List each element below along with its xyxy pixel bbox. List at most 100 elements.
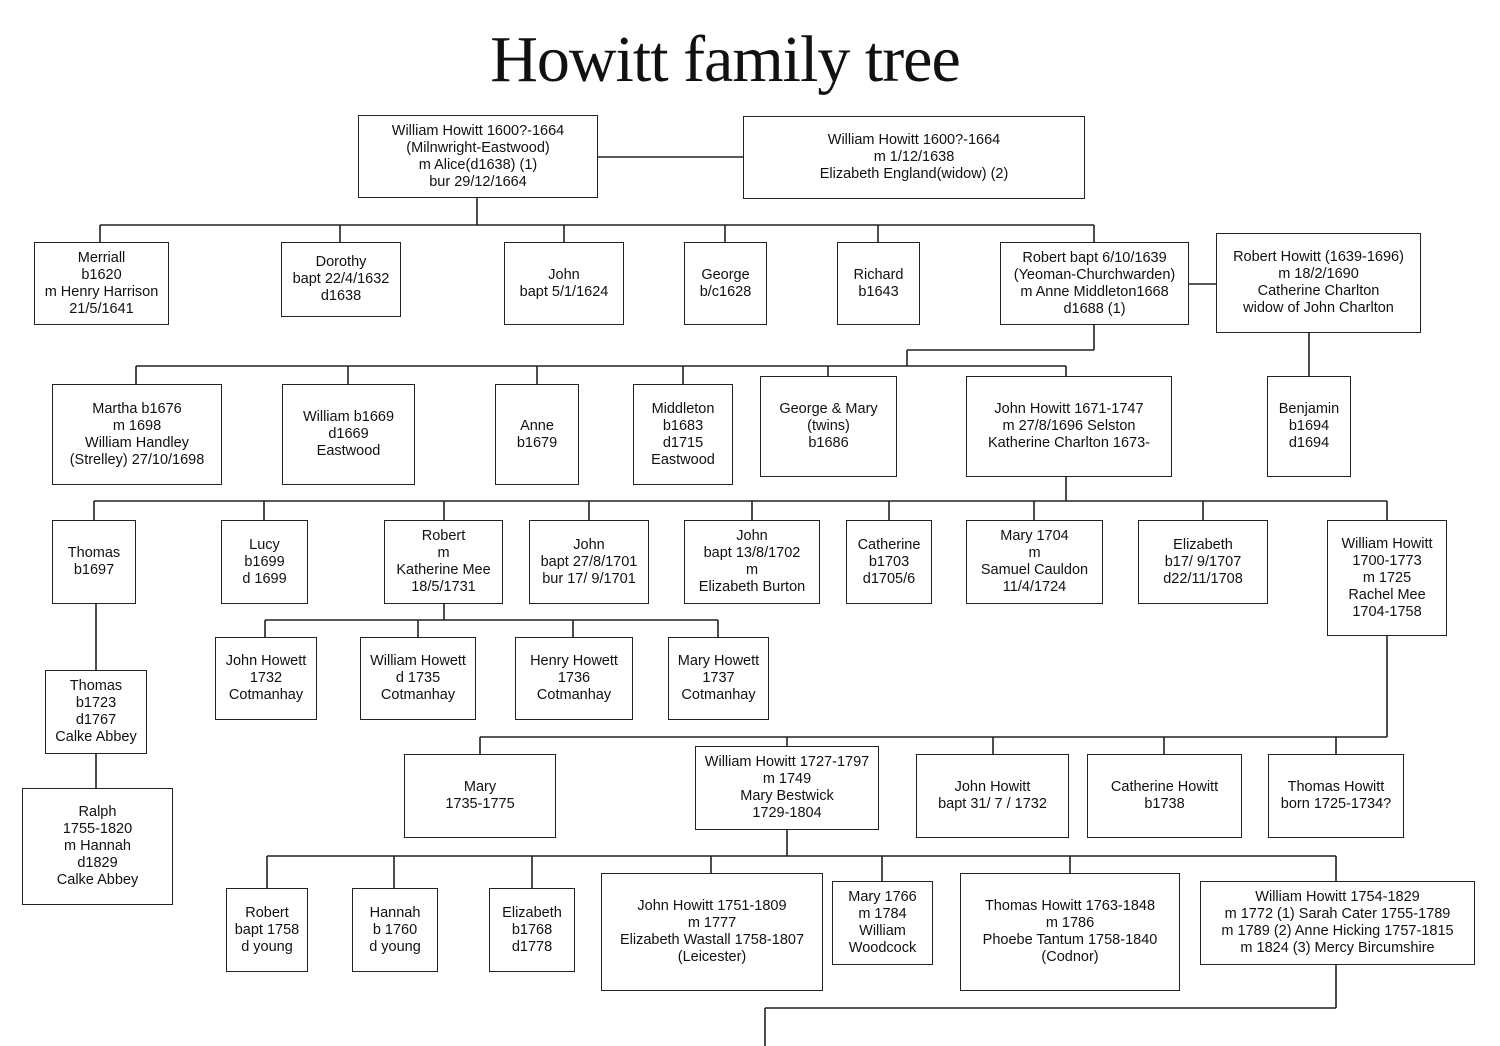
- person-box-line: Cotmanhay: [536, 687, 612, 703]
- person-box-line: William: [859, 923, 906, 939]
- person-box-line: Lucy: [249, 536, 280, 553]
- person-box-line: m 18/2/1690: [1278, 266, 1359, 282]
- person-box-line: (twins): [807, 418, 850, 434]
- person-box-line: Cotmanhay: [380, 687, 456, 703]
- person-box-line: George: [701, 266, 750, 283]
- person-box-line: b1738: [1144, 796, 1185, 812]
- person-box-line: John Howett: [225, 653, 307, 669]
- person-box-line: m 1784: [858, 906, 907, 922]
- person-box-line: Robert Howitt (1639-1696): [1233, 249, 1404, 265]
- person-box-line: d young: [369, 938, 421, 955]
- person-box-line: d1778: [511, 938, 553, 955]
- person-box-line: Mary Bestwick: [740, 788, 834, 804]
- person-box-line: John: [573, 536, 605, 553]
- person-box-line: Elizabeth Burton: [698, 579, 806, 595]
- person-box-line: Phoebe Tantum 1758-1840: [982, 932, 1158, 948]
- person-box-line: m 1789 (2) Anne Hicking 1757-1815: [1221, 923, 1454, 939]
- person-box-line: Mary 1766: [848, 889, 917, 905]
- person-box-line: Thomas Howitt 1763-1848: [984, 898, 1156, 914]
- person-box-line: Thomas: [69, 678, 123, 694]
- person-box-line: b1620: [81, 266, 122, 283]
- person-box-line: bapt 27/8/1701: [540, 553, 638, 570]
- person-box-line: Cotmanhay: [228, 687, 304, 703]
- person-box-line: Eastwood: [651, 451, 715, 468]
- person-box-line: bapt 5/1/1624: [519, 283, 609, 300]
- person-box-line: m: [1028, 545, 1041, 561]
- person-box-line: William Howitt: [1341, 535, 1433, 552]
- page-title: Howitt family tree: [490, 23, 961, 96]
- person-box-line: Henry Howett: [530, 653, 618, 669]
- person-box: Robert bapt 6/10/1639(Yeoman-Churchwarde…: [1000, 242, 1189, 325]
- person-box-line: m 1777: [687, 915, 737, 931]
- person-box-line: b1694: [1288, 418, 1330, 434]
- person-box-line: d1638: [320, 288, 362, 304]
- person-box-line: d1688 (1): [1063, 300, 1126, 317]
- person-box-line: William Howitt 1600?-1664: [827, 132, 1001, 148]
- person-box-line: Elizabeth: [502, 904, 562, 921]
- person-box-line: 1732: [249, 670, 283, 686]
- person-box-line: Elizabeth: [1173, 536, 1233, 553]
- person-box-line: 1704-1758: [1352, 603, 1422, 620]
- person-box-line: d22/11/1708: [1163, 570, 1243, 587]
- person-box-line: Robert: [245, 904, 289, 921]
- person-box-line: d1767: [75, 712, 117, 728]
- person-box-line: m 1824 (3) Mercy Bircumshire: [1240, 940, 1435, 956]
- person-box-line: Elizabeth Wastall 1758-1807: [619, 932, 805, 948]
- person-box-line: b1768: [511, 921, 553, 938]
- person-box-line: John Howitt 1671-1747: [994, 401, 1144, 417]
- person-box-line: Thomas Howitt: [1287, 779, 1385, 795]
- person-box-line: 1755-1820: [62, 821, 133, 837]
- person-box-line: b1699: [244, 553, 285, 570]
- person-box-line: m 1786: [1045, 915, 1095, 931]
- person-box-line: m 1772 (1) Sarah Cater 1755-1789: [1224, 906, 1451, 922]
- person-box-line: John Howitt: [954, 779, 1031, 795]
- person-box-line: d young: [241, 938, 293, 955]
- person-box: William Howitt 1600?-1664(Milnwright-Eas…: [358, 115, 598, 198]
- person-box-line: Mary 1704: [1000, 528, 1069, 544]
- person-box-line: Rachel Mee: [1348, 586, 1426, 603]
- person-box-line: (Yeoman-Churchwarden): [1013, 266, 1176, 283]
- person-box-line: m 27/8/1696 Selston: [1002, 418, 1136, 434]
- person-box-line: m 1/12/1638: [873, 149, 955, 165]
- person-box-line: William Howitt 1727-1797: [704, 754, 870, 770]
- person-box-line: m Alice(d1638) (1): [418, 156, 538, 173]
- person-box-line: b1643: [858, 283, 899, 300]
- person-box-line: m 1698: [112, 417, 162, 434]
- person-box-line: 1736: [557, 670, 591, 686]
- person-box-line: Hannah: [369, 904, 421, 921]
- person-box-line: Elizabeth England(widow) (2): [819, 166, 1009, 182]
- person-box-line: Anne: [520, 417, 554, 434]
- person-box-line: Merriall: [77, 249, 126, 266]
- person-box-line: m 1725: [1362, 569, 1412, 586]
- person-box-line: Calke Abbey: [56, 872, 139, 888]
- person-box-line: (Milnwright-Eastwood): [406, 139, 550, 156]
- person-box-line: 1737: [702, 670, 735, 686]
- person-box-line: Katherine Mee: [396, 562, 491, 578]
- person-box-line: Mary: [463, 779, 497, 795]
- person-box-line: Robert: [421, 528, 466, 544]
